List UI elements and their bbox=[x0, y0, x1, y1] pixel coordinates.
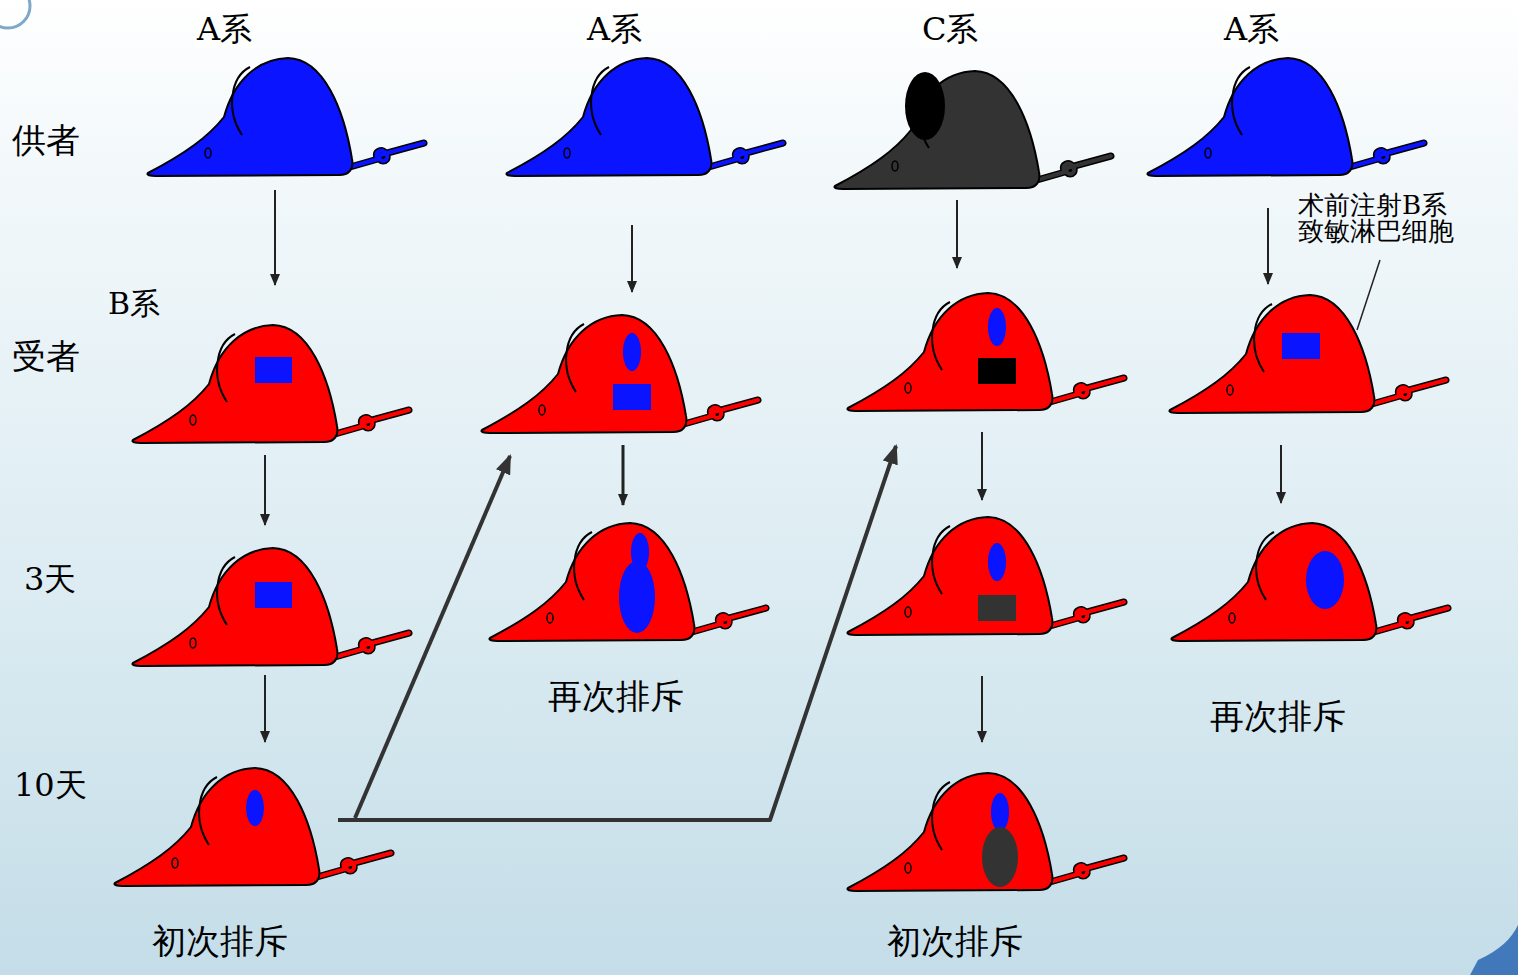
strain-label: 初次排斥 bbox=[887, 923, 1023, 960]
mouse-figure: C系 bbox=[828, 8, 1108, 190]
strain-label: 初次排斥 bbox=[152, 923, 288, 960]
strain-label: C系 bbox=[920, 12, 980, 47]
row-label: 3天 bbox=[24, 562, 76, 597]
mouse-figure: A系 bbox=[497, 8, 777, 190]
strain-label: A系 bbox=[1222, 12, 1281, 47]
strain-label: 再次排斥 bbox=[1210, 698, 1346, 735]
strain-label: A系 bbox=[195, 12, 254, 47]
graft-arrow bbox=[274, 190, 276, 285]
strain-label: A系 bbox=[585, 12, 644, 47]
row-label: 10天 bbox=[14, 768, 87, 803]
mouse-figure: A系 bbox=[140, 8, 420, 190]
mouse-figure: 初次排斥 bbox=[108, 755, 398, 969]
row-label: 供者 bbox=[12, 122, 80, 159]
mouse-figure: 再次排斥 bbox=[485, 510, 770, 730]
strain-label: 再次排斥 bbox=[548, 678, 684, 715]
mouse-figure: 再次排斥 bbox=[1165, 510, 1450, 750]
mouse-figure: A系 bbox=[1140, 8, 1420, 190]
callout-note: 术前注射B系 致敏淋巴细胞 bbox=[1298, 192, 1513, 244]
mouse-figure: 初次排斥 bbox=[840, 760, 1125, 970]
strain-label: B系 bbox=[108, 287, 160, 320]
mouse-figure: B系 bbox=[100, 285, 410, 455]
row-label: 受者 bbox=[12, 338, 80, 375]
